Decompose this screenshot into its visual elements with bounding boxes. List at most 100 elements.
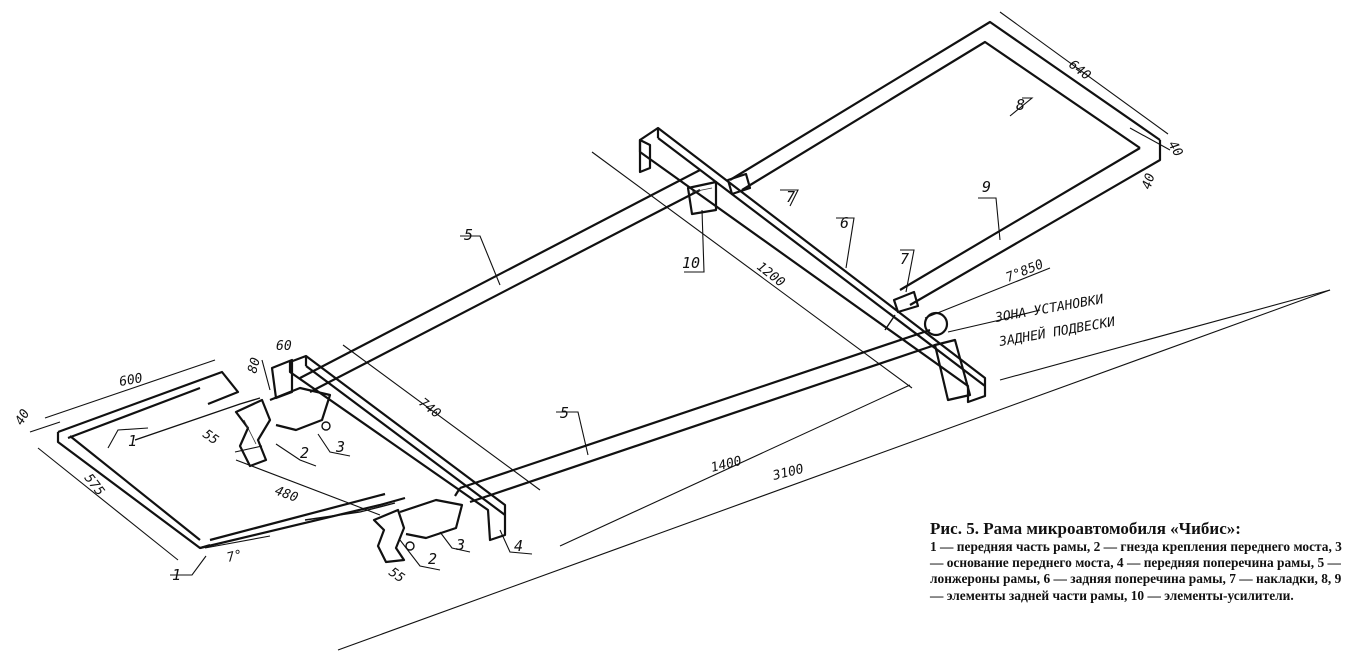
front-frame-bottom-rail: [199, 496, 406, 550]
suspension-mount-circle: [923, 311, 949, 337]
suspension-zone-label: ЗОНА УСТАНОВКИ ЗАДНЕЙ ПОДВЕСКИ: [993, 292, 1116, 350]
label-part-4: 4: [514, 537, 523, 555]
side-rail-upper-bottom: [309, 189, 701, 393]
dim-1400: 1400: [709, 454, 743, 476]
side-rail-lower-top: [459, 328, 931, 490]
label-part-3b: 3: [455, 536, 465, 554]
label-part-7a: 7: [786, 188, 795, 206]
label-part-5a: 5: [464, 226, 473, 244]
axle-base-upper: [269, 386, 332, 432]
front-frame-left-rail-inner: [69, 435, 201, 541]
reinforcement-hatch: [691, 187, 713, 193]
dim-7850-line: [924, 267, 1051, 319]
axle-socket-lower: [372, 508, 406, 564]
dim-80-60-lines: [261, 359, 271, 391]
dim-40-rear: [1129, 127, 1171, 151]
front-frame-bottom-rail-inner: [209, 492, 386, 542]
dim-1400-line: [559, 384, 911, 547]
label-part-2b: 2: [428, 550, 437, 568]
dim-1200-line: [591, 151, 913, 389]
dim-600-line: [44, 359, 216, 419]
rear-cross-end-cap: [638, 138, 652, 174]
label-part-5b: 5: [560, 404, 569, 422]
socket-hatch: [243, 419, 257, 445]
leader-2a: [275, 443, 317, 467]
dim-3100: 3100: [770, 462, 805, 484]
label-part-10: 10: [682, 254, 700, 272]
dim-60: 60: [276, 339, 292, 354]
dim-7-850: 7°850: [1004, 257, 1046, 286]
leader-1b: [170, 555, 207, 576]
front-cross-member-body: [288, 354, 507, 542]
dim-40-a: 40: [12, 407, 33, 428]
axle-base-lower: [399, 498, 464, 540]
label-part-1a: 1: [128, 432, 137, 450]
leader-7b: [900, 249, 915, 293]
dim-640: 640: [1066, 57, 1094, 83]
dim-55-a: 55: [200, 427, 222, 448]
leader-lines: [107, 97, 1041, 576]
rail-end-ticks: [454, 487, 461, 497]
front-frame: [56, 370, 406, 550]
figure-caption: Рис. 5. Рама микроавтомобиля «Чибис»: 1 …: [930, 519, 1345, 604]
dim-55-lines: [234, 445, 263, 453]
dim-480-line: [235, 459, 381, 516]
dim-40-front: [29, 421, 61, 433]
label-part-1b: 1: [172, 566, 181, 584]
dimension-lines: [29, 11, 1331, 651]
rear-frame-right-rail: [909, 140, 1162, 306]
rear-frame-inner: [741, 40, 1141, 191]
caption-title: Рис. 5. Рама микроавтомобиля «Чибис»:: [930, 519, 1241, 538]
leader-7a: [780, 189, 799, 207]
rear-frame-outer: [729, 20, 1161, 181]
leader-1a: [107, 427, 149, 449]
dim-7deg-line: [204, 535, 271, 549]
leader-4: [499, 529, 533, 555]
label-part-7b: 7: [900, 250, 909, 268]
front-brace-upper: [134, 397, 261, 441]
side-rail-upper-top: [299, 169, 701, 379]
label-part-8: 8: [1016, 96, 1025, 114]
dim-40-c: 40: [1140, 172, 1159, 192]
caption-body: 1 — передняя часть рамы, 2 — гнезда креп…: [930, 539, 1342, 603]
rear-cross-edge-inner: [657, 137, 986, 387]
pad-upper: [726, 172, 752, 196]
cross-edge-inner: [305, 365, 506, 516]
front-frame-top-rail-inner: [67, 386, 201, 440]
dim-480: 480: [273, 484, 300, 506]
label-part-6: 6: [840, 214, 849, 232]
front-frame-top-rail: [57, 370, 240, 434]
dim-3100-line: [337, 289, 1331, 651]
dim-80: 80: [245, 356, 264, 375]
label-part-2a: 2: [300, 444, 309, 462]
rear-cross-end-lower: [933, 338, 972, 402]
leader-5a: [460, 235, 501, 286]
leader-2b: [399, 539, 441, 571]
dim-740: 740: [416, 395, 444, 421]
reinforcement-element: [686, 180, 718, 216]
dim-640-line: [999, 11, 1169, 135]
pad-lower: [892, 290, 920, 314]
axle-bolt-lower: [405, 541, 415, 551]
leader-5b: [556, 411, 589, 456]
axle-socket-upper: [234, 398, 272, 468]
leader-zone: [947, 309, 1041, 333]
leader-3a: [317, 433, 351, 457]
dim-600: 600: [118, 371, 144, 390]
side-rails: [299, 169, 936, 504]
dim-55-b: 55: [386, 565, 408, 586]
dim-3100-ext: [999, 289, 1331, 381]
front-brace-lower: [304, 502, 396, 521]
pad-lower-edge: [884, 314, 896, 331]
rear-cross-member: [638, 126, 987, 404]
front-axle-mounts: [234, 386, 464, 564]
axle-bolt-upper: [321, 421, 331, 431]
dim-740-line: [342, 344, 541, 491]
dim-575-line: [37, 447, 179, 561]
leader-3b: [439, 531, 471, 553]
rear-frame: [726, 20, 1162, 337]
rear-cross-member-body: [638, 126, 987, 404]
leader-10: [684, 209, 705, 273]
cross-member-end-upper: [270, 358, 294, 400]
